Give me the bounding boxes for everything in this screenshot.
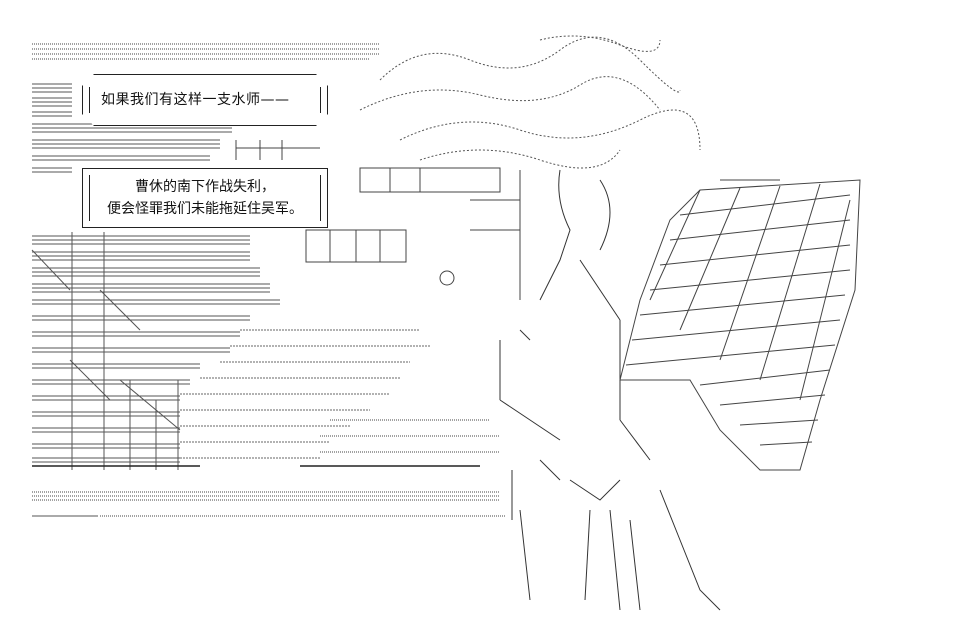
speech-line-2a: 曹休的南下作战失利， [135, 179, 275, 195]
standing-figure [499, 169, 721, 611]
bubble-left-bar [89, 87, 90, 113]
wall-slope [31, 249, 181, 431]
bubble-right-bar [320, 175, 321, 221]
bubble-left-bar [89, 175, 90, 221]
speech-bubble-top: 如果我们有这样一支水师—— [82, 74, 328, 126]
speech-line-2b: 便会怪罪我们未能拖延住吴军。 [107, 201, 303, 217]
texture-block [180, 329, 430, 459]
speech-line-1: 如果我们有这样一支水师—— [101, 92, 290, 108]
hatched-sail [619, 179, 861, 471]
wall-columns [71, 232, 179, 470]
smoke-clouds [359, 35, 701, 169]
building-structure [235, 140, 521, 300]
speech-bubble-bottom: 曹休的南下作战失利， 便会怪罪我们未能拖延住吴军。 [82, 168, 328, 228]
dotted-band-top [32, 43, 380, 60]
dotted-ground [32, 419, 505, 517]
bubble-right-bar [320, 87, 321, 113]
